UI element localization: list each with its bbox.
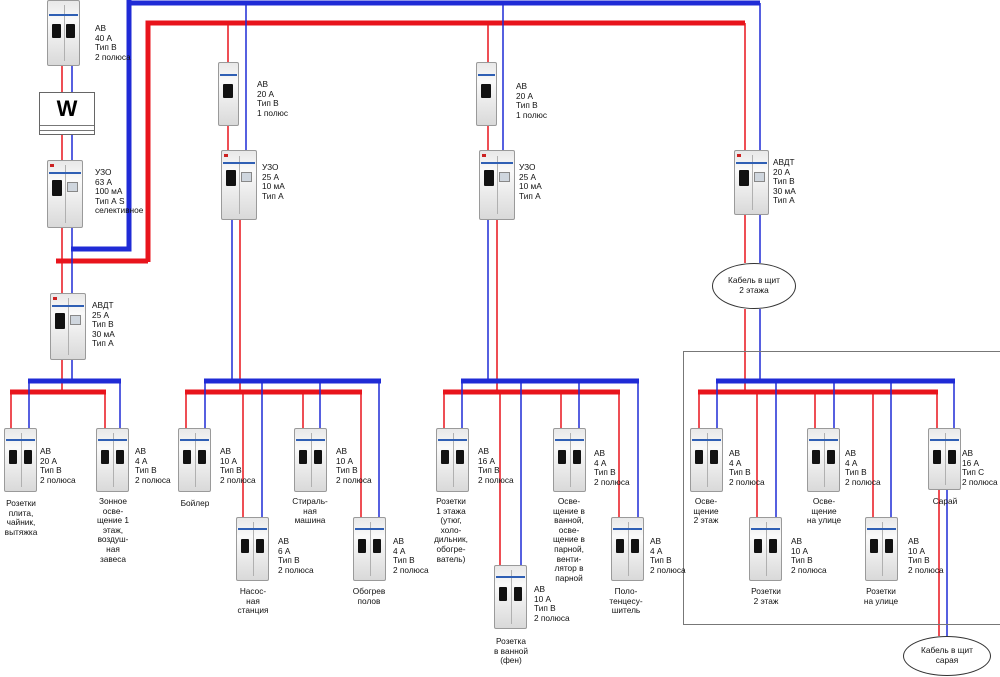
g1-b1-rating: АВ 20 А Тип В 2 полюса <box>40 446 76 485</box>
g4-b5-rating: АВ 16 А Тип С 2 полюса <box>962 448 998 487</box>
single-pole-breaker-icon-g2 <box>218 62 239 126</box>
g3-b4-rating: АВ 4 А Тип В 2 полюса <box>650 536 686 575</box>
breaker-icon-g4-5 <box>928 428 961 490</box>
main-breaker-label: АВ 40 А Тип В 2 полюса <box>95 23 131 62</box>
rcd-icon-g2 <box>221 150 257 220</box>
main-phase-bus <box>145 20 745 262</box>
g3-b3-rating: АВ 4 А Тип В 2 полюса <box>594 448 630 487</box>
breaker-icon-g2-1 <box>178 428 211 492</box>
main-rcd-icon <box>47 160 83 228</box>
g2-b1-rating: АВ 10 А Тип В 2 полюса <box>220 446 256 485</box>
breaker-icon-g1-2 <box>96 428 129 492</box>
cable-floor2-node <box>712 263 796 309</box>
g3-b1-name: Розетки 1 этажа (утюг, холо- дильник, об… <box>434 496 468 564</box>
g3-b2-rating: АВ 10 А Тип В 2 полюса <box>534 584 570 623</box>
breaker-icon-g4-3 <box>807 428 840 492</box>
rcd-g3-label: УЗО 25 А 10 мА Тип А <box>519 162 542 201</box>
cable-floor2-label: Кабель в щит 2 этажа <box>728 275 780 295</box>
cable-barn-node <box>903 636 991 676</box>
breaker-icon-g4-4 <box>865 517 898 581</box>
rcbo-g1-label: АВДТ 25 А Тип В 30 мА Тип А <box>92 300 115 349</box>
g4-b3-name: Осве- щение на улице <box>806 496 842 526</box>
g4-b5-name: Сарай <box>932 496 958 506</box>
breaker-icon-g4-1 <box>690 428 723 492</box>
breaker-g3-label: АВ 20 А Тип В 1 полюс <box>516 81 548 120</box>
g2-b2-rating: АВ 6 А Тип В 2 полюса <box>278 536 314 575</box>
g4-b4-rating: АВ 10 А Тип В 2 полюса <box>908 536 944 575</box>
rcbo-g4-label: АВДТ 20 А Тип В 30 мА Тип А <box>773 157 796 206</box>
main-neutral-bus <box>71 0 132 252</box>
g2-b4-name: Обогрев полов <box>352 586 386 606</box>
outbuilding-panel-frame <box>683 351 1000 625</box>
main-rcd-label: УЗО 63 А 100 мА Тип А S селективное <box>95 167 144 216</box>
g1-b1-name: Розетки плита, чайник, вытяжка <box>4 498 38 537</box>
g2-b1-name: Бойлер <box>180 498 210 508</box>
cable-barn-label: Кабель в щит сарая <box>921 645 973 665</box>
rcbo-icon-g4 <box>734 150 769 215</box>
breaker-icon-g1-1 <box>4 428 37 492</box>
g2-b2-name: Насос- ная станция <box>237 586 269 616</box>
breaker-icon-g3-4 <box>611 517 644 581</box>
electricity-meter-icon: W <box>39 92 95 135</box>
breaker-icon-g2-2 <box>236 517 269 581</box>
g1-b2-rating: АВ 4 А Тип В 2 полюса <box>135 446 171 485</box>
breaker-icon-g3-2 <box>494 565 527 629</box>
meter-letter: W <box>56 96 78 121</box>
breaker-g2-label: АВ 20 А Тип В 1 полюс <box>257 79 289 118</box>
g3-b1-rating: АВ 16 А Тип В 2 полюса <box>478 446 514 485</box>
g4-b3-rating: АВ 4 А Тип В 2 полюса <box>845 448 881 487</box>
rcbo-icon-g1 <box>50 293 86 360</box>
g4-b1-rating: АВ 4 А Тип В 2 полюса <box>729 448 765 487</box>
breaker-icon-g2-4 <box>353 517 386 581</box>
g3-b4-name: Поло- тенцесу- шитель <box>609 586 643 616</box>
g3-b2-name: Розетка в ванной (фен) <box>493 636 529 666</box>
breaker-icon-g3-1 <box>436 428 469 492</box>
g4-b1-name: Осве- щение 2 этаж <box>693 496 719 526</box>
g2-b4-rating: АВ 4 А Тип В 2 полюса <box>393 536 429 575</box>
g2-b3-rating: АВ 10 А Тип В 2 полюса <box>336 446 372 485</box>
g3-b3-name: Осве- щение в ванной, осве- щение в парн… <box>553 496 585 583</box>
g4-b2-name: Розетки 2 этаж <box>751 586 781 606</box>
g4-b4-name: Розетки на улице <box>863 586 899 606</box>
g4-b2-rating: АВ 10 А Тип В 2 полюса <box>791 536 827 575</box>
rcd-icon-g3 <box>479 150 515 220</box>
breaker-icon-g3-3 <box>553 428 586 492</box>
g1-b2-name: Зонное осве- щение 1 этаж, воздуш- ная з… <box>96 496 130 564</box>
breaker-icon-g2-3 <box>294 428 327 492</box>
g2-b3-name: Стираль- ная машина <box>292 496 328 526</box>
single-pole-breaker-icon-g3 <box>476 62 497 126</box>
main-breaker-icon <box>47 0 80 66</box>
rcd-g2-label: УЗО 25 А 10 мА Тип А <box>262 162 285 201</box>
breaker-icon-g4-2 <box>749 517 782 581</box>
